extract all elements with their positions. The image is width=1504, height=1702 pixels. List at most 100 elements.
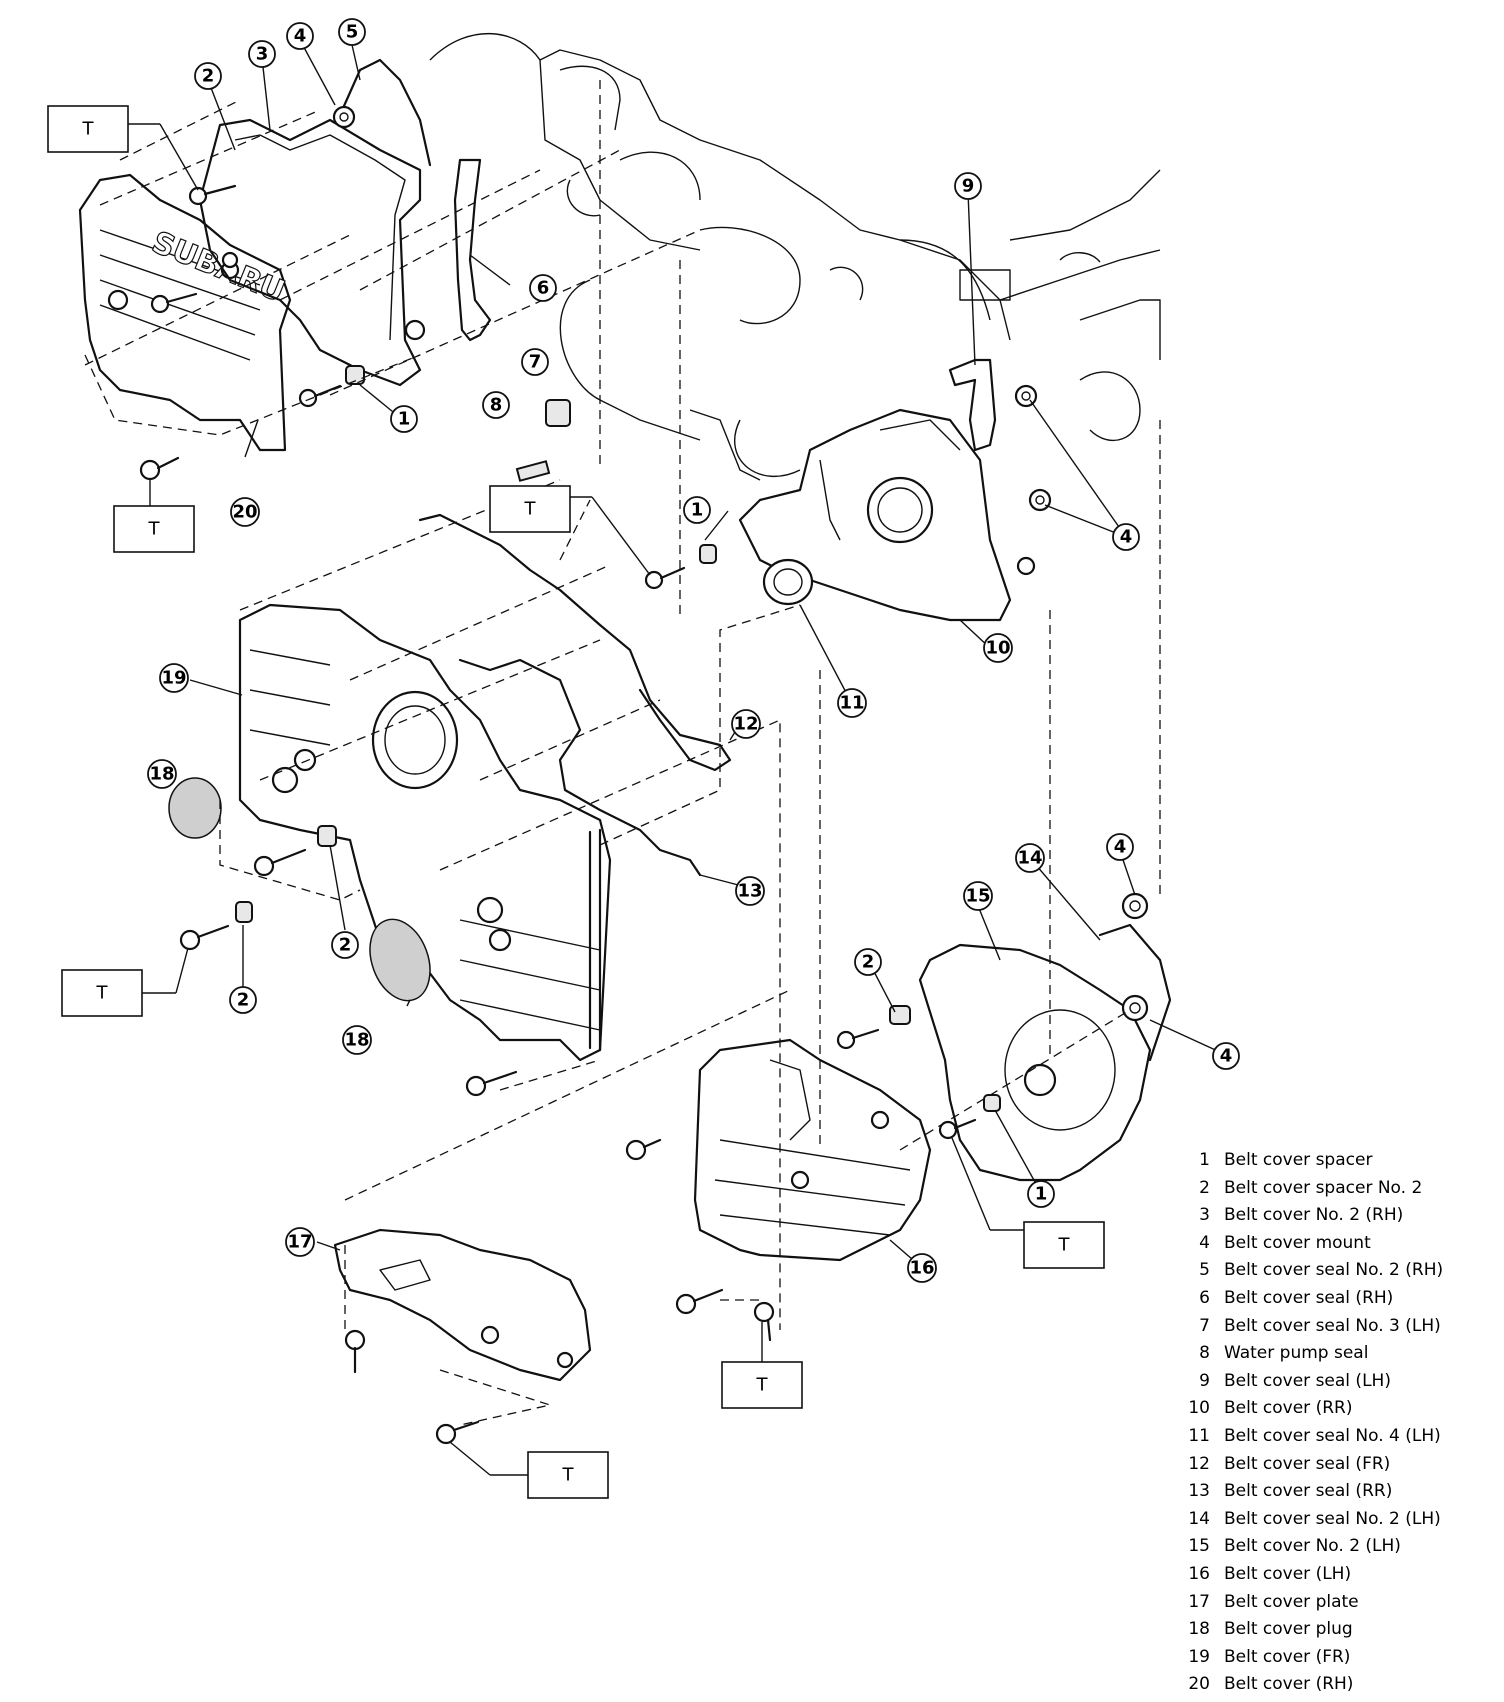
legend-item-number: 7 bbox=[1199, 1315, 1210, 1336]
belt-cover-seal-no2-rh bbox=[338, 58, 432, 167]
belt-cover-seal-fr bbox=[418, 513, 732, 772]
bolt bbox=[139, 456, 180, 481]
svg-text:18: 18 bbox=[149, 764, 174, 785]
legend-item-text: Belt cover mount bbox=[1224, 1232, 1371, 1253]
torque-box-label: T bbox=[562, 1465, 575, 1486]
belt-cover-seal-no2-lh bbox=[1098, 923, 1172, 1062]
legend-item-text: Water pump seal bbox=[1224, 1343, 1369, 1364]
callout-1: 1 bbox=[1027, 1180, 1055, 1208]
svg-text:14: 14 bbox=[1017, 848, 1042, 869]
callout-2: 2 bbox=[854, 948, 882, 976]
legend-item-text: Belt cover seal (LH) bbox=[1224, 1370, 1391, 1391]
belt-cover-seal-rh bbox=[453, 158, 492, 342]
legend-item-number: 16 bbox=[1188, 1564, 1210, 1584]
callout-2: 2 bbox=[194, 62, 222, 90]
legend-item-number: 1 bbox=[1199, 1150, 1210, 1170]
svg-text:8: 8 bbox=[490, 395, 503, 416]
belt-cover-seal-no4-lh bbox=[762, 558, 814, 606]
callout-20: 20 bbox=[230, 497, 260, 527]
legend-item-text: Belt cover plug bbox=[1224, 1619, 1353, 1640]
callout-18: 18 bbox=[342, 1025, 372, 1055]
callout-12: 12 bbox=[731, 709, 761, 739]
mount bbox=[1028, 488, 1052, 512]
legend-item-text: Belt cover seal No. 2 (LH) bbox=[1224, 1508, 1441, 1529]
callout-14: 14 bbox=[1015, 843, 1045, 873]
legend-item-text: Belt cover (RR) bbox=[1224, 1398, 1353, 1419]
leader-lines bbox=[189, 35, 1223, 1267]
svg-text:17: 17 bbox=[287, 1232, 312, 1253]
legend-item-number: 4 bbox=[1199, 1232, 1210, 1253]
torque-box: T bbox=[951, 1137, 1105, 1269]
svg-text:6: 6 bbox=[537, 278, 550, 299]
callout-4: 4 bbox=[286, 22, 314, 50]
legend-item-text: Belt cover spacer No. 2 bbox=[1224, 1177, 1423, 1198]
svg-text:1: 1 bbox=[1035, 1184, 1048, 1205]
legend-item-number: 5 bbox=[1199, 1260, 1210, 1281]
bolt-fasteners bbox=[139, 105, 1149, 1445]
svg-text:4: 4 bbox=[1220, 1046, 1233, 1067]
callout-3: 3 bbox=[248, 40, 276, 68]
bolt bbox=[790, 1170, 810, 1190]
svg-text:12: 12 bbox=[733, 714, 758, 735]
svg-text:5: 5 bbox=[346, 22, 359, 43]
bolt bbox=[435, 1420, 480, 1445]
legend-item-number: 13 bbox=[1188, 1481, 1210, 1502]
legend-item-text: Belt cover plate bbox=[1224, 1591, 1359, 1612]
callout-4: 4 bbox=[1112, 523, 1140, 551]
bolt bbox=[344, 1329, 366, 1374]
bolt bbox=[753, 1301, 775, 1342]
svg-text:13: 13 bbox=[737, 881, 762, 902]
legend-item-number: 15 bbox=[1188, 1536, 1210, 1557]
torque-box-label: T bbox=[82, 119, 95, 140]
callout-17: 17 bbox=[285, 1227, 315, 1257]
legend-item-number: 9 bbox=[1199, 1370, 1210, 1391]
legend-item-number: 12 bbox=[1188, 1453, 1210, 1474]
svg-text:2: 2 bbox=[237, 990, 250, 1011]
legend-item-number: 10 bbox=[1188, 1398, 1210, 1419]
belt-cover-seal-lh bbox=[948, 358, 997, 452]
legend-item-text: Belt cover (FR) bbox=[1224, 1646, 1351, 1667]
callout-1: 1 bbox=[390, 405, 418, 433]
svg-text:19: 19 bbox=[161, 668, 186, 689]
legend-item-text: Belt cover seal (RR) bbox=[1224, 1481, 1393, 1502]
belt-cover-seal-rr bbox=[458, 658, 702, 877]
mount bbox=[1121, 892, 1149, 920]
legend-item-text: Belt cover seal No. 4 (LH) bbox=[1224, 1426, 1441, 1446]
legend-item-number: 20 bbox=[1188, 1674, 1210, 1695]
svg-text:18: 18 bbox=[344, 1030, 369, 1051]
bolt bbox=[188, 184, 237, 206]
legend-item-number: 19 bbox=[1188, 1646, 1210, 1667]
engine-block-outline bbox=[429, 33, 1161, 481]
callout-4: 4 bbox=[1212, 1042, 1240, 1070]
bolt bbox=[465, 1070, 518, 1097]
legend-item-number: 11 bbox=[1188, 1426, 1210, 1446]
spacer bbox=[699, 544, 717, 564]
callout-4: 4 bbox=[1106, 833, 1134, 861]
belt-cover-no2-lh bbox=[918, 943, 1152, 1182]
mount bbox=[1014, 384, 1038, 408]
mount bbox=[332, 105, 356, 129]
legend-item-text: Belt cover seal (RH) bbox=[1224, 1288, 1394, 1308]
callout-19: 19 bbox=[159, 663, 189, 693]
belt-cover-fr bbox=[238, 603, 612, 1062]
belt-cover-no2-rh bbox=[198, 118, 426, 387]
bolt bbox=[836, 1028, 880, 1050]
svg-text:2: 2 bbox=[339, 935, 352, 956]
svg-text:1: 1 bbox=[398, 409, 411, 430]
legend-item-text: Belt cover spacer bbox=[1224, 1150, 1373, 1170]
torque-box-label: T bbox=[96, 983, 109, 1004]
svg-text:9: 9 bbox=[962, 176, 975, 197]
svg-text:20: 20 bbox=[232, 502, 257, 523]
svg-text:11: 11 bbox=[839, 693, 864, 714]
callout-7: 7 bbox=[521, 348, 549, 376]
callout-15: 15 bbox=[963, 881, 993, 911]
svg-text:7: 7 bbox=[529, 352, 542, 373]
legend-item-number: 14 bbox=[1188, 1508, 1210, 1529]
belt-cover-plug-lower bbox=[369, 918, 431, 1002]
legend-item-text: Belt cover seal (FR) bbox=[1224, 1453, 1391, 1474]
torque-box-label: T bbox=[148, 519, 161, 540]
svg-text:4: 4 bbox=[1114, 837, 1127, 858]
svg-text:4: 4 bbox=[294, 26, 307, 47]
legend-item-number: 2 bbox=[1199, 1177, 1210, 1198]
torque-box: T bbox=[61, 947, 189, 1017]
